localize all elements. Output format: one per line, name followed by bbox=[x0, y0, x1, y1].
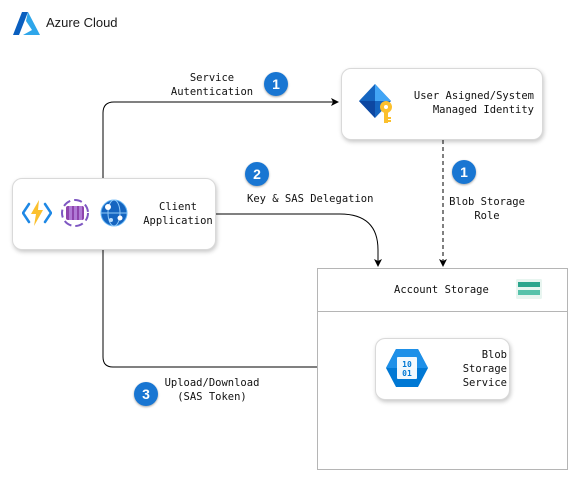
azure-logo-icon bbox=[13, 11, 41, 37]
step-1-role-badge: 1 bbox=[452, 160, 476, 184]
step-2-delegation-label: Key & SAS Delegation bbox=[247, 193, 374, 205]
upload-download-arrow bbox=[102, 248, 371, 371]
auth-arrow bbox=[102, 98, 339, 178]
step-1-auth-label: Service Autentication bbox=[170, 72, 254, 98]
client-application-label: Client Application bbox=[143, 201, 213, 227]
step-3-upload-badge: 3 bbox=[134, 382, 158, 406]
azure-functions-icon bbox=[21, 199, 53, 231]
managed-identity-label: User Asigned/System Managed Identity bbox=[413, 90, 534, 116]
step-2-delegation-badge: 2 bbox=[245, 162, 269, 186]
account-storage-divider bbox=[317, 311, 568, 312]
blob-storage-label: Blob Storage Service bbox=[462, 349, 507, 389]
web-app-icon bbox=[99, 198, 129, 232]
managed-identity-card[interactable]: User Asigned/System Managed Identity bbox=[341, 68, 543, 140]
client-application-card[interactable]: Client Application bbox=[12, 178, 216, 250]
blob-storage-icon: 10 01 bbox=[385, 348, 429, 392]
sas-delegation-arrow bbox=[214, 213, 382, 267]
svg-text:01: 01 bbox=[402, 369, 412, 378]
page-title: Azure Cloud bbox=[46, 15, 118, 30]
svg-text:10: 10 bbox=[402, 360, 412, 369]
container-app-icon bbox=[59, 197, 91, 233]
blob-storage-card[interactable]: 10 01 Blob Storage Service bbox=[375, 338, 510, 400]
managed-identity-icon bbox=[357, 83, 397, 129]
storage-account-icon bbox=[516, 279, 542, 303]
step-1-auth-badge: 1 bbox=[264, 72, 288, 96]
step-3-upload-label: Upload/Download (SAS Token) bbox=[164, 377, 260, 403]
account-storage-title: Account Storage bbox=[394, 284, 489, 296]
step-1-role-label: Blob Storage Role bbox=[449, 196, 525, 222]
